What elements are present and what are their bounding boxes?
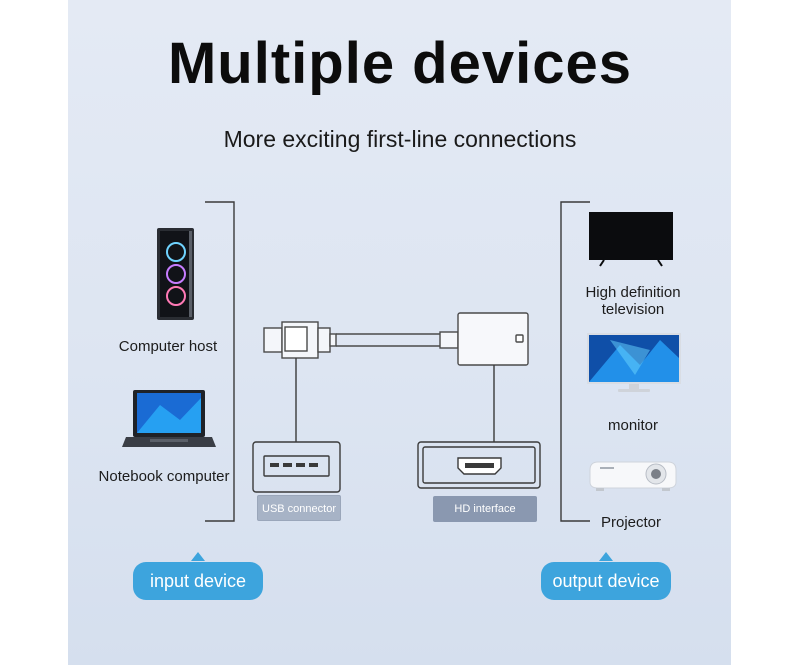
hdtv-label: High definition television — [585, 284, 681, 318]
background-panel — [68, 0, 731, 665]
input-device-badge: input device — [133, 562, 263, 600]
monitor-label: monitor — [607, 417, 659, 434]
hd-interface-caption: HD interface — [433, 496, 537, 522]
output-device-badge: output device — [541, 562, 671, 600]
input-bracket — [205, 201, 235, 522]
output-bracket — [560, 201, 590, 522]
monitor-icon — [587, 333, 681, 392]
usb-port-icon — [252, 441, 341, 493]
computer-host-label: Computer host — [118, 338, 218, 355]
output-badge-pointer — [599, 552, 613, 561]
adapter-cable — [336, 331, 459, 349]
hd-adapter-icon — [457, 312, 529, 366]
usb-connector-caption: USB connector — [257, 495, 341, 521]
laptop-icon — [122, 390, 216, 447]
notebook-computer-label: Notebook computer — [98, 468, 230, 485]
input-badge-pointer — [191, 552, 205, 561]
tv-icon — [589, 212, 673, 267]
page-title: Multiple devices — [167, 31, 633, 96]
page-subtitle: More exciting first-line connections — [223, 126, 577, 152]
hdmi-port-icon — [417, 441, 541, 489]
usb-plug-icon — [263, 321, 337, 359]
projector-label: Projector — [600, 514, 662, 531]
projector-icon — [589, 461, 677, 491]
computer-tower-icon — [157, 228, 194, 320]
